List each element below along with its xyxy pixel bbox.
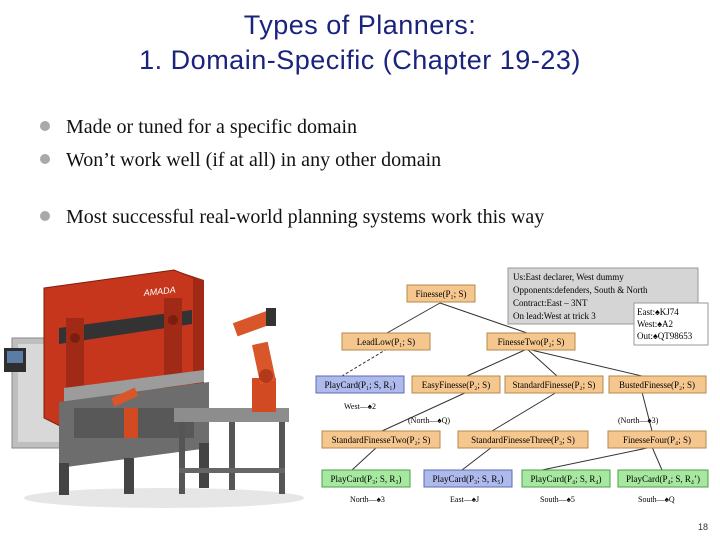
- move-label: (North—♠3): [618, 416, 659, 425]
- tree-node-label: FinesseFour(P₄; S): [623, 435, 691, 445]
- game-info-line: On lead:West at trick 3: [513, 311, 596, 321]
- tree-node-label: FinesseTwo(P₂; S): [498, 337, 565, 347]
- hand-line: East:♠KJ74: [637, 307, 679, 317]
- machine-brand-label: AMADA: [142, 285, 176, 298]
- bullet-item: Won’t work well (if at all) in any other…: [40, 149, 441, 172]
- move-label: (North—♠Q): [408, 416, 450, 425]
- bridge-planning-tree-diagram: Us:East declarer, West dummy Opponents:d…: [315, 267, 709, 504]
- tree-node-label: StandardFinesseThree(P₃; S): [471, 435, 575, 445]
- page-number: 18: [697, 522, 708, 532]
- tree-node-label: PlayCard(P₄; S, R₄’): [626, 474, 700, 484]
- move-label: South—♠Q: [638, 495, 675, 504]
- tree-node-label: StandardFinesse(P₂; S): [513, 380, 596, 390]
- tree-node-label: PlayCard(P₁; S, R₁): [324, 380, 395, 390]
- game-info-line: Us:East declarer, West dummy: [513, 272, 624, 282]
- tree-node: [486, 332, 576, 351]
- tree-node: [504, 375, 604, 394]
- move-label: South—♠5: [540, 495, 575, 504]
- tree-node-label: PlayCard(P₃; S, R₅): [432, 474, 503, 484]
- tree-node: [315, 375, 405, 394]
- bullet-dot-icon: [40, 154, 50, 164]
- tree-node-label: LeadLow(P₁; S): [357, 337, 415, 347]
- tree-node: [341, 332, 431, 351]
- bullet-text: Made or tuned for a specific domain: [66, 116, 358, 138]
- bullet-dot-icon: [40, 211, 50, 221]
- hand-line: West:♠A2: [637, 319, 673, 329]
- move-label: West—♠2: [344, 402, 376, 411]
- tree-node: [608, 375, 707, 394]
- hands-box: [633, 302, 709, 346]
- game-info-line: Contract:East – 3NT: [513, 298, 588, 308]
- tree-node-label: StandardFinesseTwo(P₂; S): [332, 435, 431, 445]
- tree-node: [521, 469, 611, 488]
- hand-line: Out:♠QT98653: [637, 331, 693, 341]
- tree-node: [617, 469, 709, 488]
- tree-node: [321, 469, 411, 488]
- tree-node-label: EasyFinesse(P₂; S): [422, 380, 490, 390]
- slide-title: Types of Planners: 1. Domain-Specific (C…: [0, 8, 720, 78]
- tree-node-label: PlayCard(P₃; S, R₃): [330, 474, 401, 484]
- tree-node-label: BustedFinesse(P₂; S): [619, 380, 695, 390]
- tree-node: [607, 430, 707, 449]
- bullet-text: Most successful real-world planning syst…: [66, 206, 545, 228]
- tree-node: [406, 284, 476, 303]
- tree-node-label: PlayCard(P₄; S, R₄): [530, 474, 601, 484]
- game-info-line: Opponents:defenders, South & North: [513, 285, 648, 295]
- tree-node: [457, 430, 589, 449]
- move-label: East—♠J: [450, 495, 479, 504]
- tree-node: [411, 375, 501, 394]
- tree-node: [321, 430, 441, 449]
- title-line-1: Types of Planners:: [243, 10, 477, 40]
- bullet-item: Made or tuned for a specific domain: [40, 116, 357, 139]
- robot-press-brake-image: AMADA HG: [4, 269, 304, 508]
- bullet-dot-icon: [40, 121, 50, 131]
- tree-node: [423, 469, 513, 488]
- bullet-item: Most successful real-world planning syst…: [40, 206, 544, 229]
- tree-node-label: Finesse(P₁; S): [416, 289, 467, 299]
- title-line-2: 1. Domain-Specific (Chapter 19-23): [139, 45, 581, 75]
- move-label: North—♠3: [350, 495, 385, 504]
- bullet-text: Won’t work well (if at all) in any other…: [66, 149, 442, 171]
